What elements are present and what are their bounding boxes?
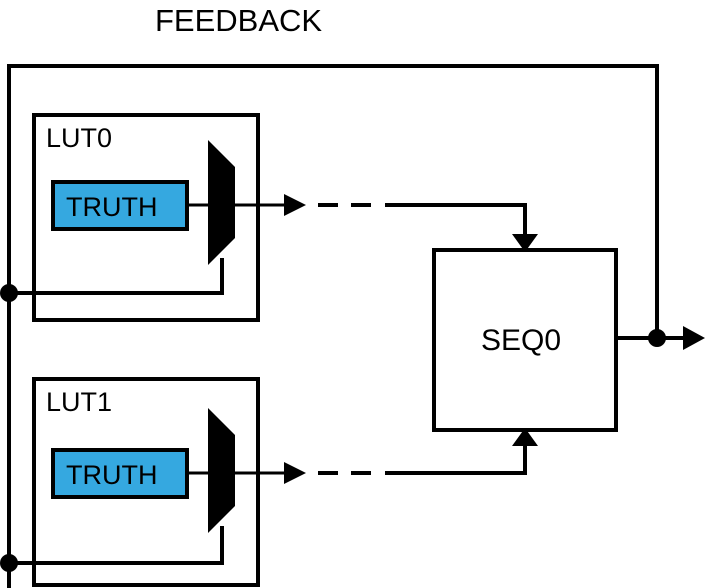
lut0-boundary: [32, 113, 260, 322]
feedback-loop-path: [7, 64, 659, 588]
lut1-output-arrow-icon: [284, 462, 306, 484]
seq0-label: SEQ0: [481, 324, 561, 357]
seq0-block[interactable]: SEQ0: [432, 248, 618, 432]
lut0-to-seq0-wire: [385, 203, 527, 238]
lut1-mux-icon: [208, 408, 235, 533]
lut0-truth-box[interactable]: [51, 180, 189, 231]
seq0-top-input-arrow-icon: [512, 234, 538, 252]
seq0-bottom-input-arrow-icon: [512, 428, 538, 446]
lut1-mux-select-wire: [9, 526, 224, 565]
lut0-truth-label: TRUTH: [66, 192, 157, 222]
lut0-block[interactable]: LUT0 TRUTH: [9, 113, 290, 322]
lut0-label: LUT0: [46, 123, 112, 153]
lut0-output-arrow-icon: [284, 194, 306, 216]
lut0-mux-icon: [208, 140, 235, 265]
junction-dot-seq0-output: [648, 329, 666, 347]
seq0-output-arrow-icon: [683, 326, 705, 350]
lut1-boundary: [32, 377, 260, 587]
feedback-bus-wire: [7, 64, 659, 588]
lut0-mux-select-wire: [9, 258, 224, 295]
lut1-truth-label: TRUTH: [66, 460, 157, 490]
page-title: FEEDBACK: [155, 3, 322, 38]
lut1-label: LUT1: [46, 387, 112, 417]
lut1-truth-box[interactable]: [51, 448, 189, 499]
lut1-to-seq0-wire: [385, 442, 527, 475]
lut1-block[interactable]: LUT1 TRUTH: [9, 377, 290, 587]
